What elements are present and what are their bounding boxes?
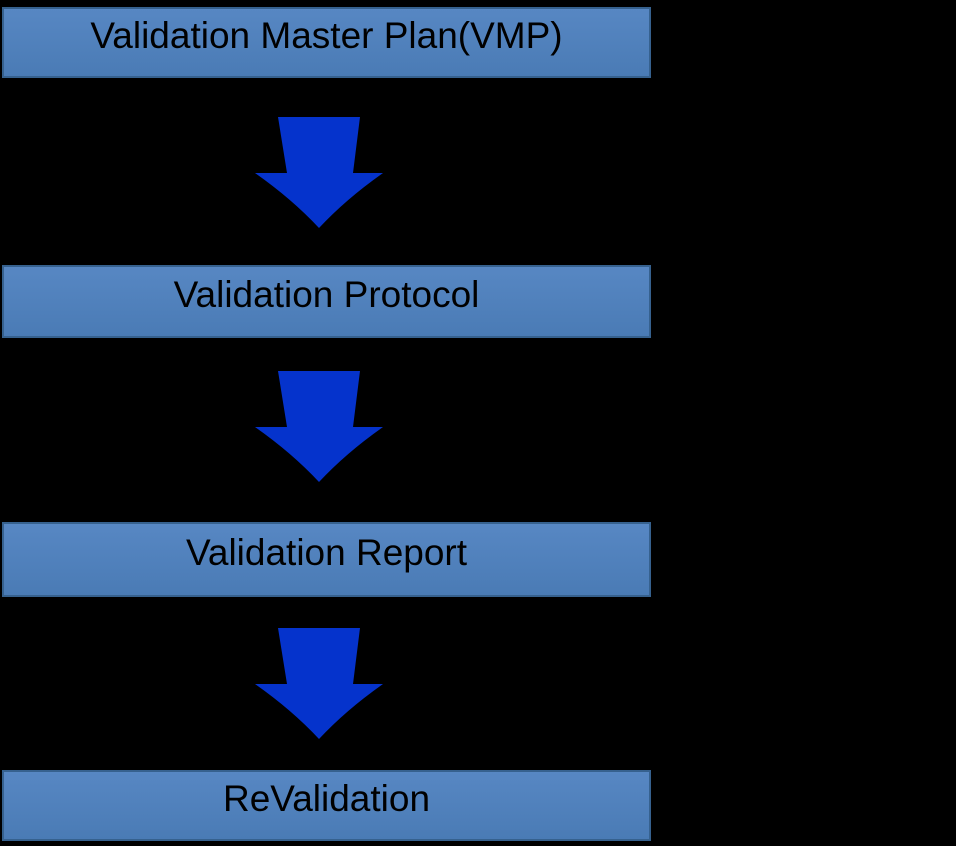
flow-step-validation-report: Validation Report: [2, 522, 651, 597]
flow-step-validation-protocol: Validation Protocol: [2, 265, 651, 338]
flow-step-revalidation-label: ReValidation: [222, 778, 431, 819]
flow-step-vmp-label: Validation Master Plan(VMP): [90, 15, 563, 56]
flow-step-revalidation: ReValidation: [2, 770, 651, 841]
down-arrow-icon: [255, 117, 383, 228]
flow-step-validation-protocol-label: Validation Protocol: [173, 274, 480, 315]
down-arrow-icon: [255, 628, 383, 739]
flow-step-vmp: Validation Master Plan(VMP): [2, 7, 651, 78]
flow-step-validation-report-label: Validation Report: [185, 532, 468, 573]
down-arrow-icon: [255, 371, 383, 482]
